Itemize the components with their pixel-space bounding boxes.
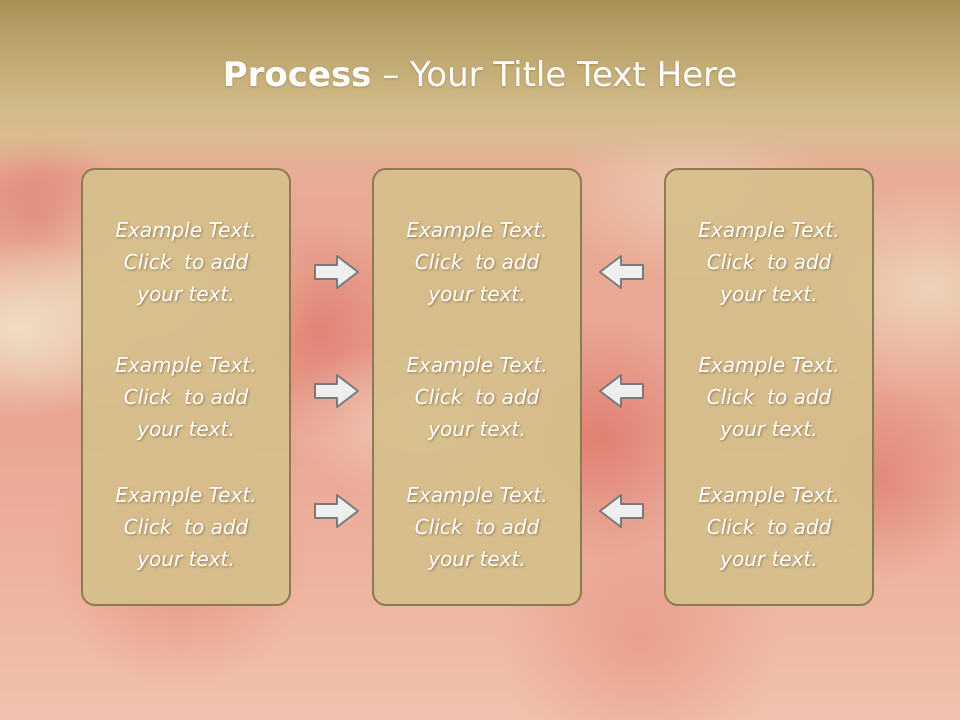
text-block-right-1[interactable]: Example Text. Click to add your text. [666,214,872,310]
text-block-middle-2[interactable]: Example Text. Click to add your text. [374,349,580,445]
text-line: Click to add [414,515,540,539]
text-block-left-3[interactable]: Example Text. Click to add your text. [83,479,289,575]
text-line: Click to add [706,250,832,274]
text-line: Example Text. [698,218,840,242]
text-line: your text. [137,547,235,571]
text-line: Click to add [123,515,249,539]
text-line: Click to add [706,385,832,409]
text-line: your text. [428,417,526,441]
arrow-right-icon[interactable] [313,371,361,411]
text-line: your text. [428,282,526,306]
text-block-middle-3[interactable]: Example Text. Click to add your text. [374,479,580,575]
text-line: Example Text. [115,483,257,507]
text-line: Example Text. [115,353,257,377]
text-line: Click to add [414,385,540,409]
text-block-middle-1[interactable]: Example Text. Click to add your text. [374,214,580,310]
text-line: Example Text. [115,218,257,242]
title-bold-part: Process [222,55,372,95]
text-line: your text. [137,282,235,306]
text-line: Click to add [123,250,249,274]
process-box-right[interactable]: Example Text. Click to add your text. Ex… [664,168,874,606]
title-rest-part: – Your Title Text Here [371,55,738,95]
text-line: Click to add [414,250,540,274]
text-line: Example Text. [406,353,548,377]
arrow-left-icon[interactable] [597,371,645,411]
text-line: Example Text. [698,353,840,377]
text-line: Example Text. [406,483,548,507]
arrow-left-icon[interactable] [597,252,645,292]
text-block-left-2[interactable]: Example Text. Click to add your text. [83,349,289,445]
text-line: your text. [720,547,818,571]
arrow-left-icon[interactable] [597,491,645,531]
text-line: Example Text. [406,218,548,242]
text-block-left-1[interactable]: Example Text. Click to add your text. [83,214,289,310]
header-band [0,0,960,170]
text-line: Click to add [123,385,249,409]
slide-title[interactable]: Process – Your Title Text Here [0,50,960,100]
text-line: your text. [428,547,526,571]
process-box-left[interactable]: Example Text. Click to add your text. Ex… [81,168,291,606]
text-line: Example Text. [698,483,840,507]
text-line: your text. [137,417,235,441]
process-box-middle[interactable]: Example Text. Click to add your text. Ex… [372,168,582,606]
text-line: Click to add [706,515,832,539]
arrow-right-icon[interactable] [313,491,361,531]
text-line: your text. [720,282,818,306]
text-block-right-3[interactable]: Example Text. Click to add your text. [666,479,872,575]
arrow-right-icon[interactable] [313,252,361,292]
text-line: your text. [720,417,818,441]
text-block-right-2[interactable]: Example Text. Click to add your text. [666,349,872,445]
